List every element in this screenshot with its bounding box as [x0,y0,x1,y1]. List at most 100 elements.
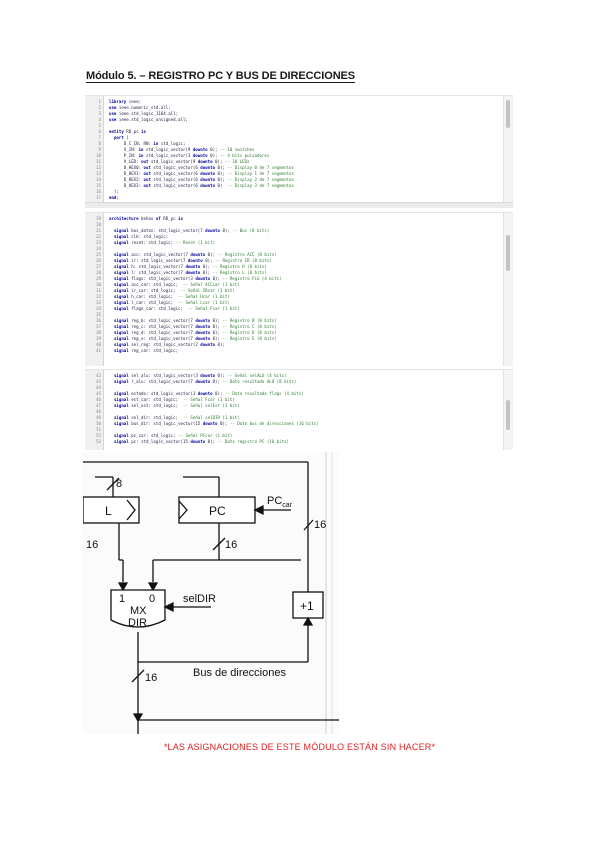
code-text: use ieee.numeric_std.all; [109,105,171,110]
line-number: 53 [96,439,101,444]
code-text: architecture behav of RD_pc is [109,216,183,221]
code-text: signal pc_car: std_logic; -- Señal PCcar… [113,433,233,438]
pc-bus-slash [212,537,226,551]
scrollbar-thumb[interactable] [506,400,510,430]
code-text: V_LED: out std_logic_vector(9 downto 0);… [123,159,250,164]
pccar-arrow-icon [253,504,264,516]
code-text: P_IN: in std_logic_vector(3 downto 0); -… [123,153,270,158]
code-text: signal reg_car: std_logic; [113,348,179,353]
code-text: signal pc: std_logic_vector(15 downto 0)… [113,439,290,444]
line-number: 11 [96,159,101,164]
line-number: 42 [96,373,101,378]
code-text: signal l: std_logic_vector(7 downto 0); … [113,270,267,275]
code-text: signal sel_dir: std_logic; -- Señal selD… [113,415,240,420]
line-number: 15 [96,183,101,188]
address-bus-slash [131,669,145,683]
line-number-gutter [85,370,104,450]
line-number: 17 [96,195,101,200]
line-number: 10 [96,153,101,158]
code-text: ); [109,189,119,194]
code-text: signal clk: std_logic; [113,234,169,239]
code-text: signal sel_reg: std_logic_vector(2 downt… [113,342,225,347]
line-number-gutter [85,213,104,366]
code-block-signals: 42 signal sel_alu: std_logic_vector(3 do… [85,369,513,450]
line-number: 50 [96,421,101,426]
line-number: 14 [96,177,101,182]
line-number: 1 [98,99,101,104]
code-text: entity RD_pc is [109,129,146,134]
register-l-clock-icon [126,499,136,521]
horizontal-scrollbar[interactable] [85,202,513,208]
line-number: 21 [96,228,101,233]
seldir-arrow-icon [163,601,174,613]
line-number: 16 [96,189,101,194]
code-text: signal h_car: std_logic; -- Señal Hcar (… [113,294,230,299]
line-number: 5 [98,123,101,128]
code-text: V_IN: in std_logic_vector(9 downto 0); -… [123,147,255,152]
code-text: signal estado: std_logic_vector(3 downto… [113,391,304,396]
line-number: 19 [96,216,101,221]
scrollbar-thumb[interactable] [506,100,510,128]
line-number: 37 [96,324,101,329]
code-text: signal acc: std_logic_vector(7 downto 0)… [113,252,277,257]
code-text: signal r_alu: std_logic_vector(7 downto … [113,379,297,384]
line-number: 22 [96,234,101,239]
line-number: 52 [96,433,101,438]
label-bus-width-16-bottom: 16 [145,672,157,684]
line-number: 44 [96,385,101,390]
pccar-label: PCcar [267,495,293,509]
line-number: 36 [96,318,101,323]
line-number: 4 [98,117,101,122]
code-text: signal flags: std_logic_vector(3 downto … [113,276,282,281]
line-number: 6 [98,129,101,134]
code-text: signal sel_alu: std_logic_vector(3 downt… [113,373,287,378]
line-number: 43 [96,379,101,384]
code-text: use ieee.std_logic_1164.all; [109,111,179,116]
code-text: signal flags_car: std_logic; -- Señal Fc… [113,306,240,311]
line-number: 29 [96,276,101,281]
mux-input-1-arrow-icon [117,582,129,592]
line-number: 47 [96,403,101,408]
mux-dir-shape [110,589,166,628]
register-l-label: L [105,504,112,518]
seldir-label: selDIR [183,593,216,605]
address-bus-arrow-icon [132,713,144,723]
code-text: signal reg_e: std_logic_vector(7 downto … [113,336,277,341]
code-text: signal bus_dir: std_logic_vector(15 down… [113,421,319,426]
line-number: 13 [96,171,101,176]
code-text: signal acc_car: std_logic; -- Señal ACCc… [113,282,240,287]
line-number: 31 [96,288,101,293]
line-number: 20 [96,222,101,227]
line-number: 45 [96,391,101,396]
code-text: port ( [113,135,129,140]
scrollbar-thumb[interactable] [506,235,510,271]
vertical-scrollbar[interactable] [503,370,513,450]
code-text: D_HEX3: out std_logic_vector(6 downto 0)… [123,183,294,188]
line-number: 39 [96,336,101,341]
mux-label-line2: DIR [128,617,147,629]
line-number: 41 [96,348,101,353]
mux-input-1-label: 1 [119,593,125,605]
label-bus-width-16-pc: 16 [225,539,237,551]
line-number: 26 [96,258,101,263]
line-number: 32 [96,294,101,299]
line-number: 25 [96,252,101,257]
page-title: Módulo 5. – REGISTRO PC Y BUS DE DIRECCI… [86,70,356,83]
vertical-scrollbar[interactable] [503,96,513,208]
vertical-scrollbar[interactable] [503,213,513,366]
line-number: 49 [96,415,101,420]
address-bus-label: Bus de direcciones [193,667,286,679]
code-text: D_C_IN, RN: in std_logic; [123,141,186,146]
code-text: signal l_car: std_logic; -- Señal Lcar (… [113,300,230,305]
right-bus-slash [303,519,314,531]
label-bus-width-16-right: 16 [314,519,326,531]
pc-address-bus-diagram: 8 L PC PCcar 16 16 16 +1 [83,452,339,734]
code-text: library ieee; [109,99,142,104]
register-l-box [83,496,140,524]
code-text: D_HEX0: out std_logic_vector(6 downto 0)… [123,165,294,170]
line-number: 33 [96,300,101,305]
mux-input-0-label: 0 [149,593,155,605]
line-number: 40 [96,342,101,347]
